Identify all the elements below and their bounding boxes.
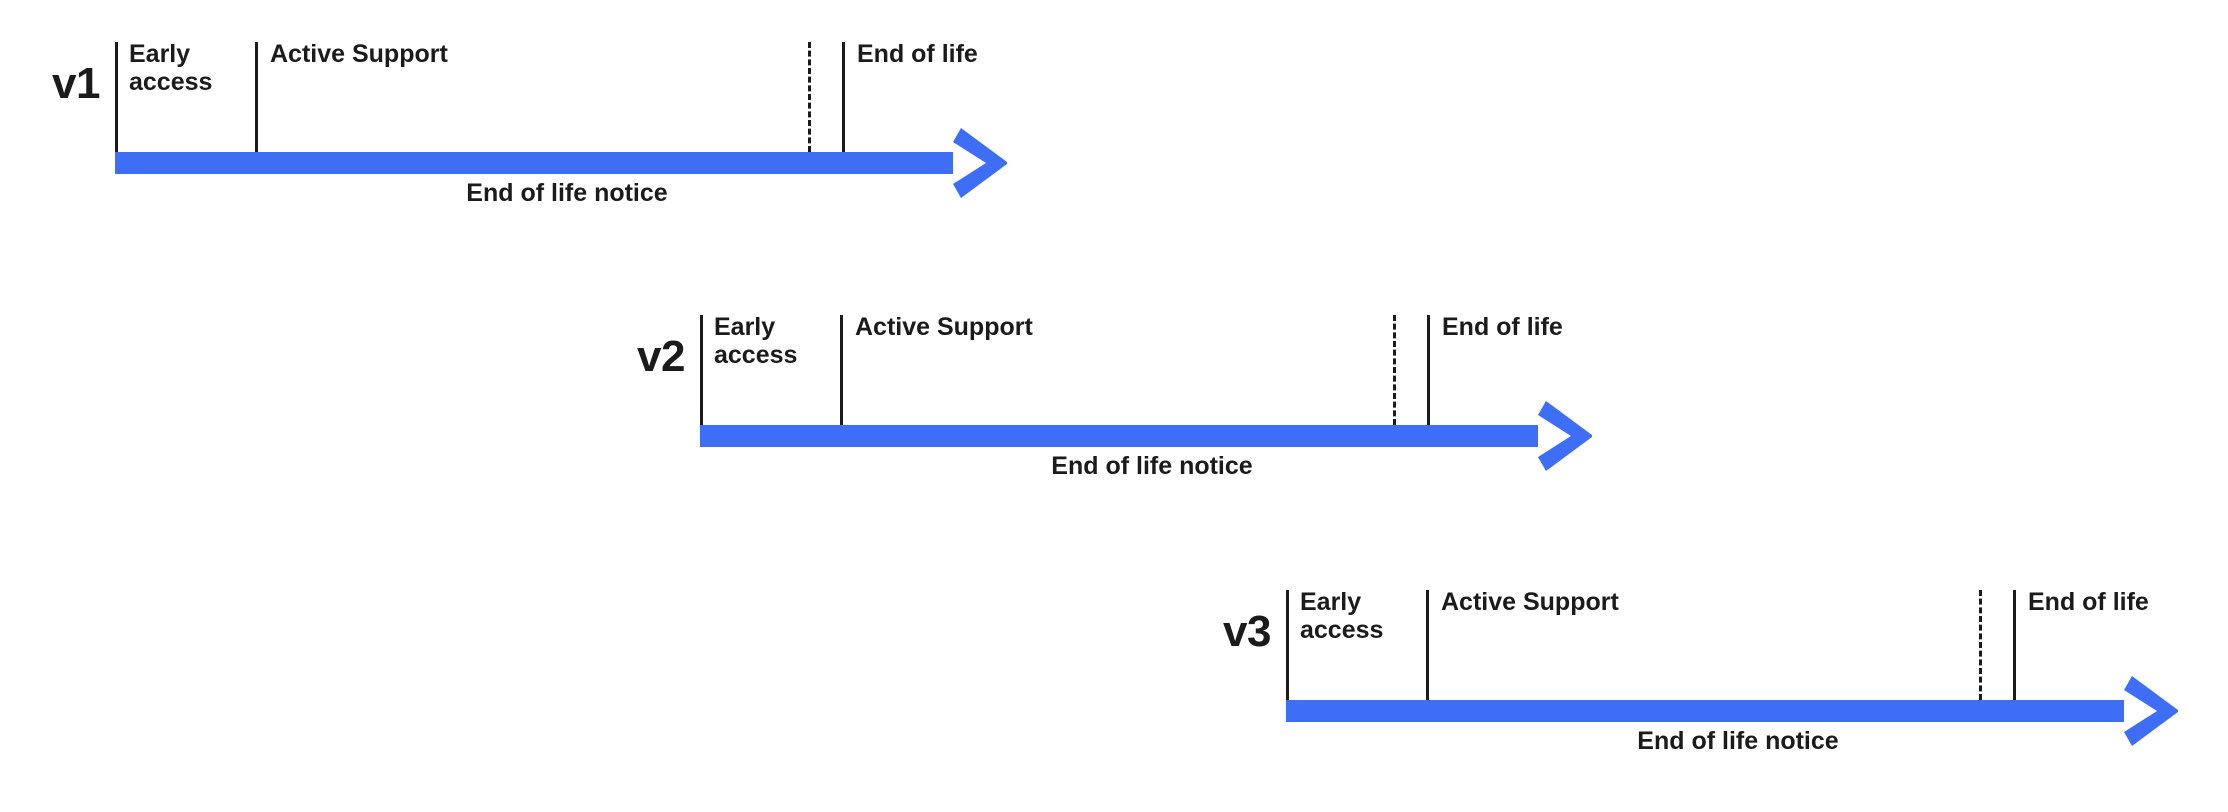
phase-divider-start-v1 [115, 42, 118, 152]
timeline-arrow-icon-v3 [2124, 676, 2186, 746]
timeline-bar-v1 [115, 152, 953, 174]
phase-label-early-access-v1: Early access [129, 40, 213, 96]
phase-divider-active-support-v3 [1426, 590, 1429, 700]
timeline-arrow-icon-v1 [953, 128, 1015, 198]
phase-label-end-of-life-v2: End of life [1442, 313, 1563, 341]
phase-divider-start-v2 [700, 315, 703, 425]
timeline-bar-v3 [1286, 700, 2124, 722]
phase-divider-start-v3 [1286, 590, 1289, 700]
version-label-v3: v3 [1223, 607, 1271, 656]
phase-label-active-support-v2: Active Support [855, 313, 1033, 341]
timeline-bar-v2 [700, 425, 1538, 447]
end-of-life-notice-label-v2: End of life notice [1051, 452, 1253, 480]
end-of-life-notice-marker-v3 [1979, 590, 1982, 700]
phase-label-end-of-life-v1: End of life [857, 40, 978, 68]
end-of-life-notice-label-v1: End of life notice [466, 179, 668, 207]
end-of-life-notice-marker-v1 [808, 42, 811, 152]
phase-label-end-of-life-v3: End of life [2028, 588, 2149, 616]
timeline-row-v3: v3 Early access Active Support End of li… [1223, 574, 2228, 789]
version-label-v2: v2 [637, 332, 685, 381]
timeline-arrow-icon-v2 [1538, 401, 1600, 471]
phase-divider-active-support-v2 [840, 315, 843, 425]
end-of-life-notice-marker-v2 [1393, 315, 1396, 425]
version-label-v1: v1 [52, 59, 100, 108]
phase-divider-end-of-life-v1 [842, 42, 845, 152]
phase-divider-active-support-v1 [255, 42, 258, 152]
phase-divider-end-of-life-v2 [1427, 315, 1430, 425]
timeline-row-v1: v1 Early access Active Support End of li… [52, 26, 1165, 241]
phase-label-early-access-v3: Early access [1300, 588, 1384, 644]
phase-label-early-access-v2: Early access [714, 313, 798, 369]
phase-divider-end-of-life-v3 [2013, 590, 2016, 700]
phase-label-active-support-v1: Active Support [270, 40, 448, 68]
end-of-life-notice-label-v3: End of life notice [1637, 727, 1839, 755]
phase-label-active-support-v3: Active Support [1441, 588, 1619, 616]
timeline-row-v2: v2 Early access Active Support End of li… [637, 299, 1750, 514]
